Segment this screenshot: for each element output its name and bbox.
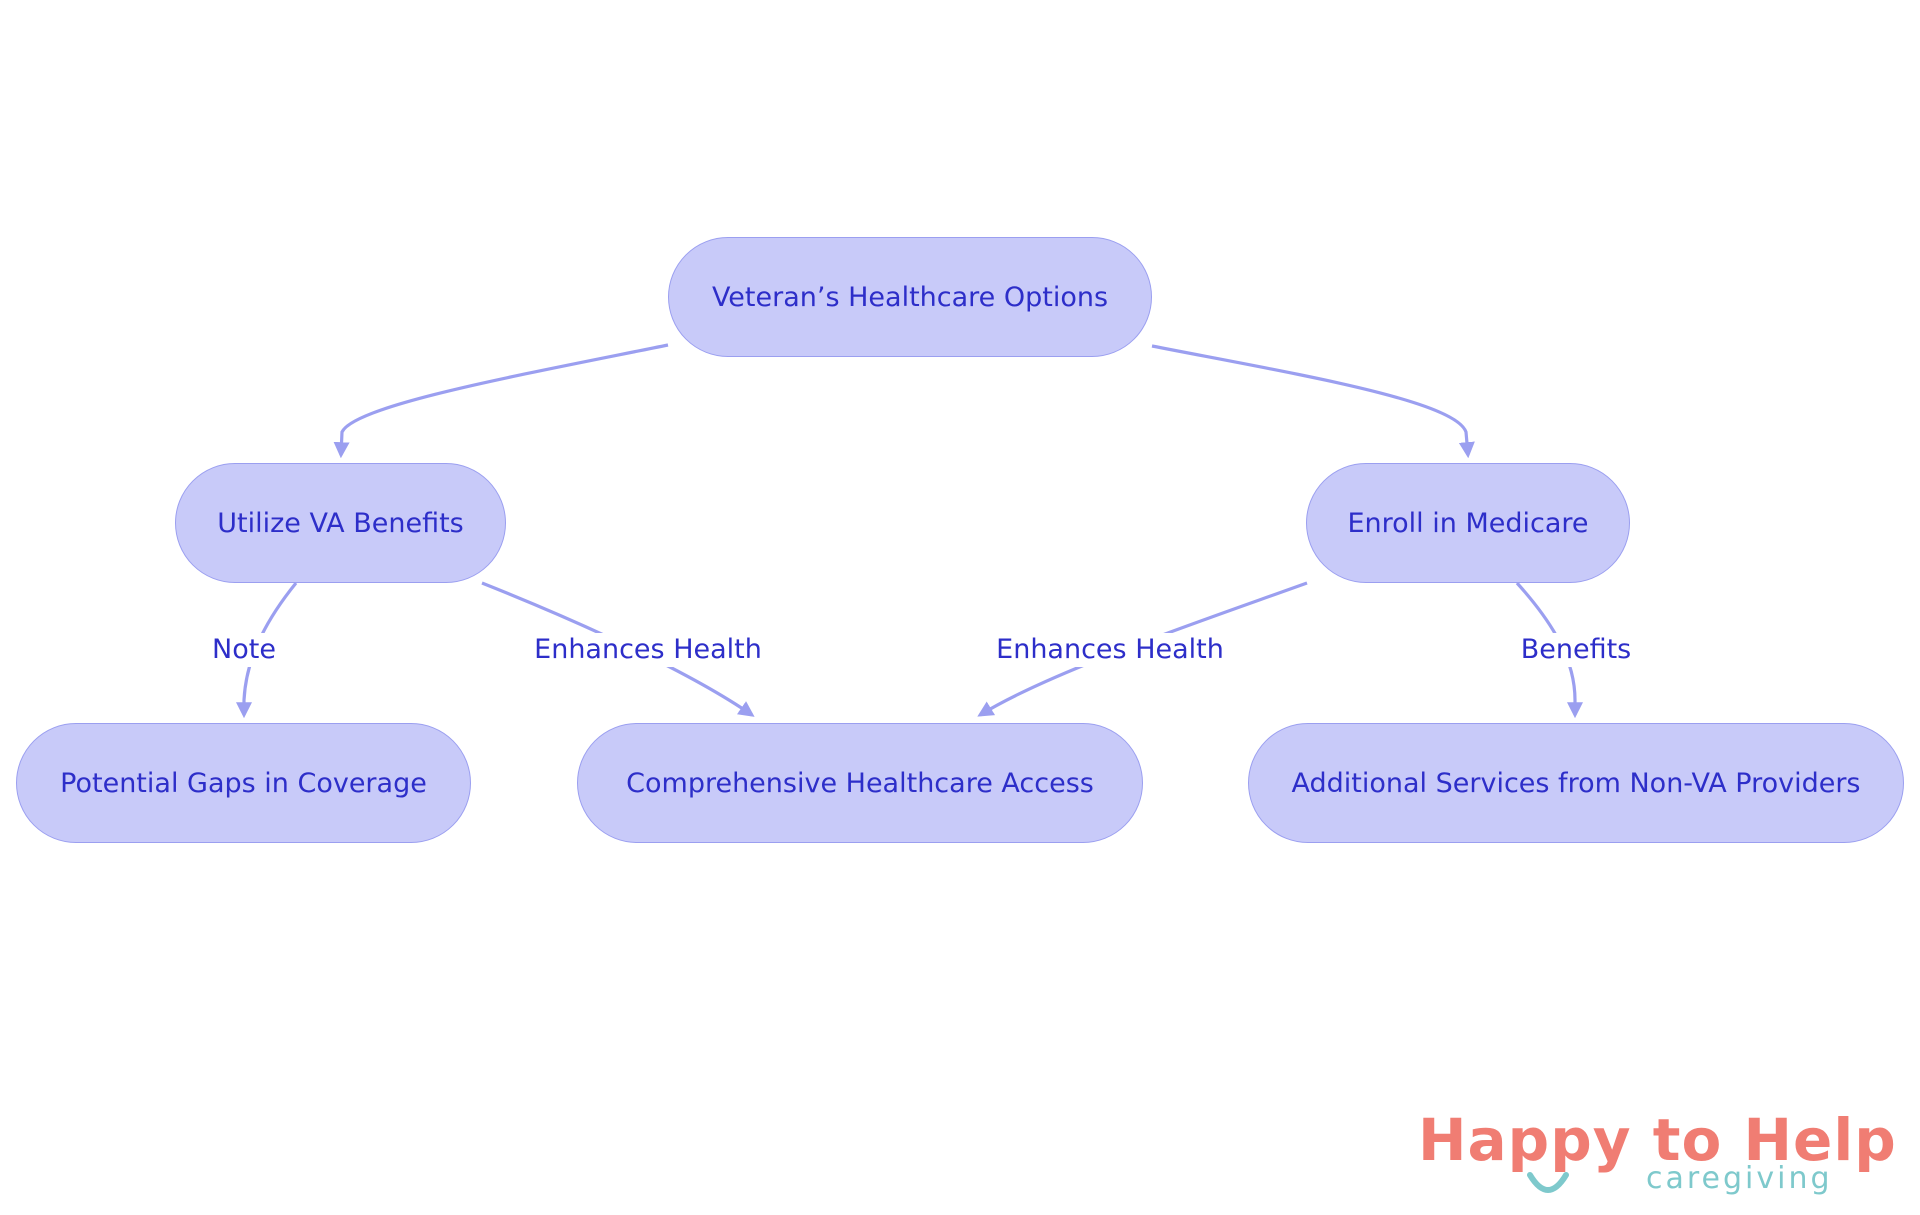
node-veterans-healthcare-options: Veteran’s Healthcare Options <box>668 237 1152 357</box>
logo-brand-text: Happy to Help <box>1418 1106 1897 1174</box>
edge-root-to-va <box>333 343 669 459</box>
logo-tagline: caregiving <box>1646 1161 1833 1196</box>
smile-icon <box>1527 1172 1569 1193</box>
node-enroll-in-medicare: Enroll in Medicare <box>1306 463 1630 583</box>
happy-to-help-logo: Happy to Help caregiving <box>1418 1105 1896 1205</box>
edge-label-enhances-health-va: Enhances Health <box>532 633 764 667</box>
node-potential-gaps-in-coverage: Potential Gaps in Coverage <box>16 723 471 843</box>
node-comprehensive-healthcare-access: Comprehensive Healthcare Access <box>577 723 1143 843</box>
node-utilize-va-benefits: Utilize VA Benefits <box>175 463 506 583</box>
edge-label-benefits: Benefits <box>1518 633 1634 667</box>
edge-label-enhances-health-medicare: Enhances Health <box>994 633 1226 667</box>
edge-label-note: Note <box>210 633 278 667</box>
edge-root-to-medicare <box>1151 344 1475 459</box>
node-additional-services-non-va: Additional Services from Non-VA Provider… <box>1248 723 1904 843</box>
